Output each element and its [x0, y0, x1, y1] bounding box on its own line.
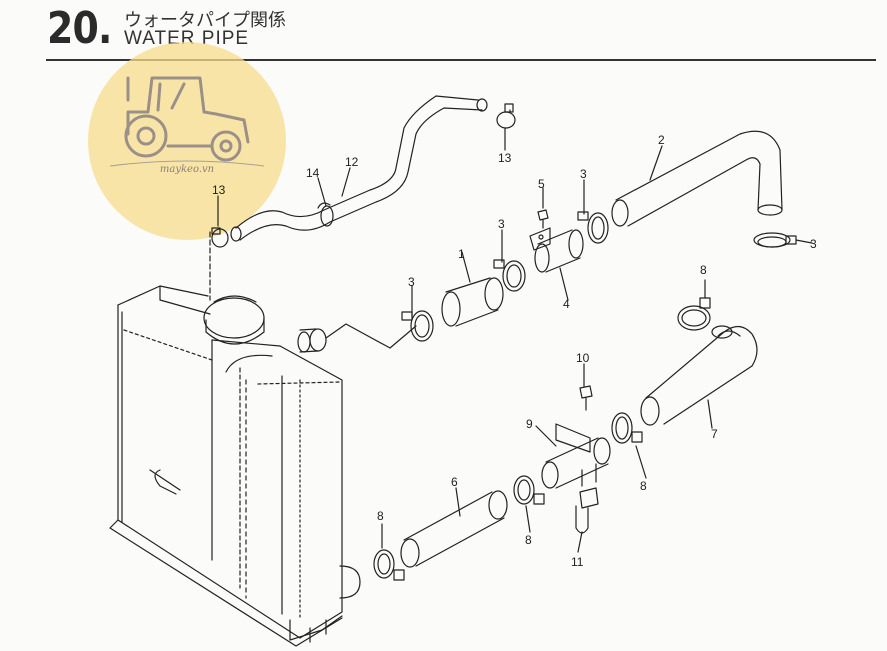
callout-3-middle: 3	[498, 217, 505, 231]
clamp-8-lower-middle	[513, 475, 545, 505]
clamp-8-middle	[611, 412, 643, 444]
page-header: 20. ウォータパイプ関係 WATER PIPE	[0, 0, 887, 66]
hose-6	[400, 490, 508, 568]
clamp-8-top	[677, 297, 711, 331]
bolt-5	[537, 209, 549, 229]
callout-3-right: 3	[810, 237, 817, 251]
watermark-text: maykeo.vn	[159, 164, 215, 175]
radiator-inlet	[297, 328, 327, 353]
clamp-3-right	[753, 232, 797, 248]
clamp-13-top	[496, 103, 516, 129]
callout-2: 2	[658, 133, 665, 147]
watermark-logo: maykeo.vn	[88, 42, 286, 240]
callout-4: 4	[563, 297, 570, 311]
callout-14: 14	[306, 166, 320, 180]
clamp-3-middle	[493, 259, 526, 292]
callout-13-top: 13	[498, 151, 512, 165]
clamp-3-left	[401, 310, 434, 342]
callout-7: 7	[711, 427, 718, 441]
hose-7	[640, 325, 758, 426]
tractor-logo-icon	[109, 76, 265, 167]
callout-11: 11	[571, 555, 584, 569]
pipe-4	[529, 227, 584, 273]
clamp-14	[317, 202, 334, 227]
clamp-8-lower-left	[373, 549, 405, 581]
title-japanese: ウォータパイプ関係	[124, 10, 286, 31]
callout-3-left: 3	[408, 275, 415, 289]
clamp-13-left	[211, 227, 229, 248]
radiator-cap	[203, 295, 265, 345]
callout-6: 6	[451, 475, 458, 489]
callout-8-lower-left: 8	[377, 509, 384, 523]
hose-2	[611, 130, 783, 227]
radiator	[109, 285, 361, 647]
bolt-10	[579, 385, 593, 411]
fitting-11	[575, 487, 599, 534]
header-rule	[46, 59, 876, 61]
callout-9: 9	[526, 417, 533, 431]
pipe-9	[541, 423, 611, 489]
hose-1	[441, 277, 504, 327]
callout-12: 12	[345, 155, 359, 169]
section-number: 20.	[47, 3, 112, 54]
callout-1: 1	[458, 247, 465, 261]
callout-8-lower-middle: 8	[525, 533, 532, 547]
clamp-3-upper	[577, 211, 609, 244]
callout-8-top: 8	[700, 263, 707, 277]
title-english: WATER PIPE	[124, 28, 250, 49]
callout-13-left: 13	[212, 183, 226, 197]
callout-10: 10	[576, 351, 590, 365]
callout-8-middle: 8	[640, 479, 647, 493]
water-pipe-12	[230, 95, 488, 242]
callout-5: 5	[538, 177, 545, 191]
callout-3-upper: 3	[580, 167, 587, 181]
